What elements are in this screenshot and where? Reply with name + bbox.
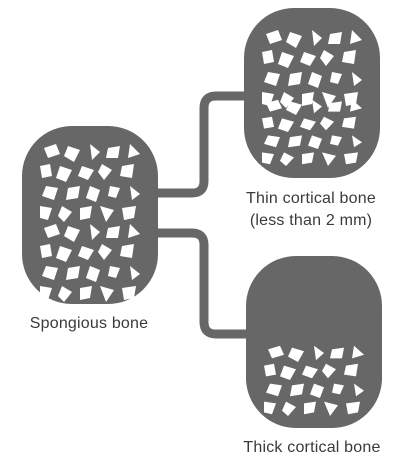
thin-label-line1: Thin cortical bone	[216, 188, 406, 210]
thick-cortical-bone-shape	[246, 256, 382, 428]
thin-cortical-bone-label: Thin cortical bone (less than 2 mm)	[216, 188, 406, 232]
spongious-bone-label: Spongious bone	[4, 313, 174, 335]
thin-cortical-bone-shape	[244, 8, 380, 178]
spongious-bone-shape	[22, 126, 158, 304]
thick-cortical-bone-label: Thick cortical bone	[218, 437, 406, 459]
connector-to-thin	[150, 96, 246, 193]
thin-label-line2: (less than 2 mm)	[216, 210, 406, 232]
